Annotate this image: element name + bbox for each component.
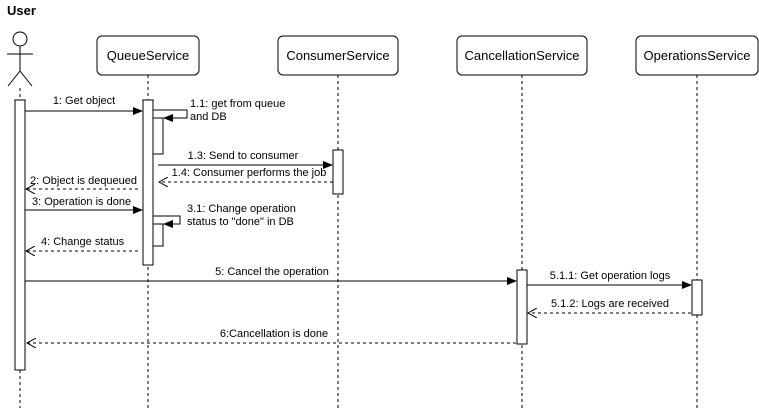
message-label-5: 5: Cancel the operation (215, 266, 329, 278)
consumer-activation-bar (332, 149, 344, 195)
message-arrow-3-1 (153, 215, 181, 228)
message-label-1: 1: Get object (53, 95, 115, 107)
message-label-3-1-line2: status to "done" in DB (187, 216, 294, 228)
operations-activation-bar (691, 279, 703, 316)
participant-queue: QueueService (96, 35, 200, 76)
message-label-4: 4: Change status (41, 236, 125, 248)
participant-consumer: ConsumerService (277, 35, 399, 76)
participant-label: ConsumerService (286, 48, 389, 63)
message-label-1-1-line2: and DB (190, 111, 227, 123)
message-label-1-3: 1.3: Send to consumer (188, 150, 299, 162)
queue-self-activation-bar-2 (152, 223, 164, 247)
user-actor-icon (7, 31, 33, 87)
message-label-1-4: 1.4: Consumer performs the job (172, 167, 327, 179)
participant-label: CancellationService (465, 48, 580, 63)
message-label-6: 6:Cancellation is done (220, 328, 328, 340)
message-label-3: 3: Operation is done (32, 196, 131, 208)
message-label-5-1-1: 5.1.1: Get operation logs (550, 270, 671, 282)
actor-title: User (7, 3, 36, 18)
queue-self-activation-bar (152, 117, 164, 155)
message-label-2: 2: Object is dequeued (30, 175, 137, 187)
message-label-5-1-2: 5.1.2: Logs are received (551, 298, 669, 310)
participant-operations: OperationsService (635, 35, 759, 76)
message-label-3-1-line1: 3.1: Change operation (187, 203, 296, 215)
cancellation-activation-bar (516, 269, 528, 345)
queue-activation-bar (142, 99, 154, 266)
participant-cancellation: CancellationService (456, 35, 588, 76)
message-label-1-1-line1: 1.1: get from queue (190, 98, 285, 110)
message-arrow-1-1 (153, 109, 188, 122)
participant-label: QueueService (107, 48, 189, 63)
participant-label: OperationsService (644, 48, 751, 63)
user-activation-bar (14, 99, 26, 371)
